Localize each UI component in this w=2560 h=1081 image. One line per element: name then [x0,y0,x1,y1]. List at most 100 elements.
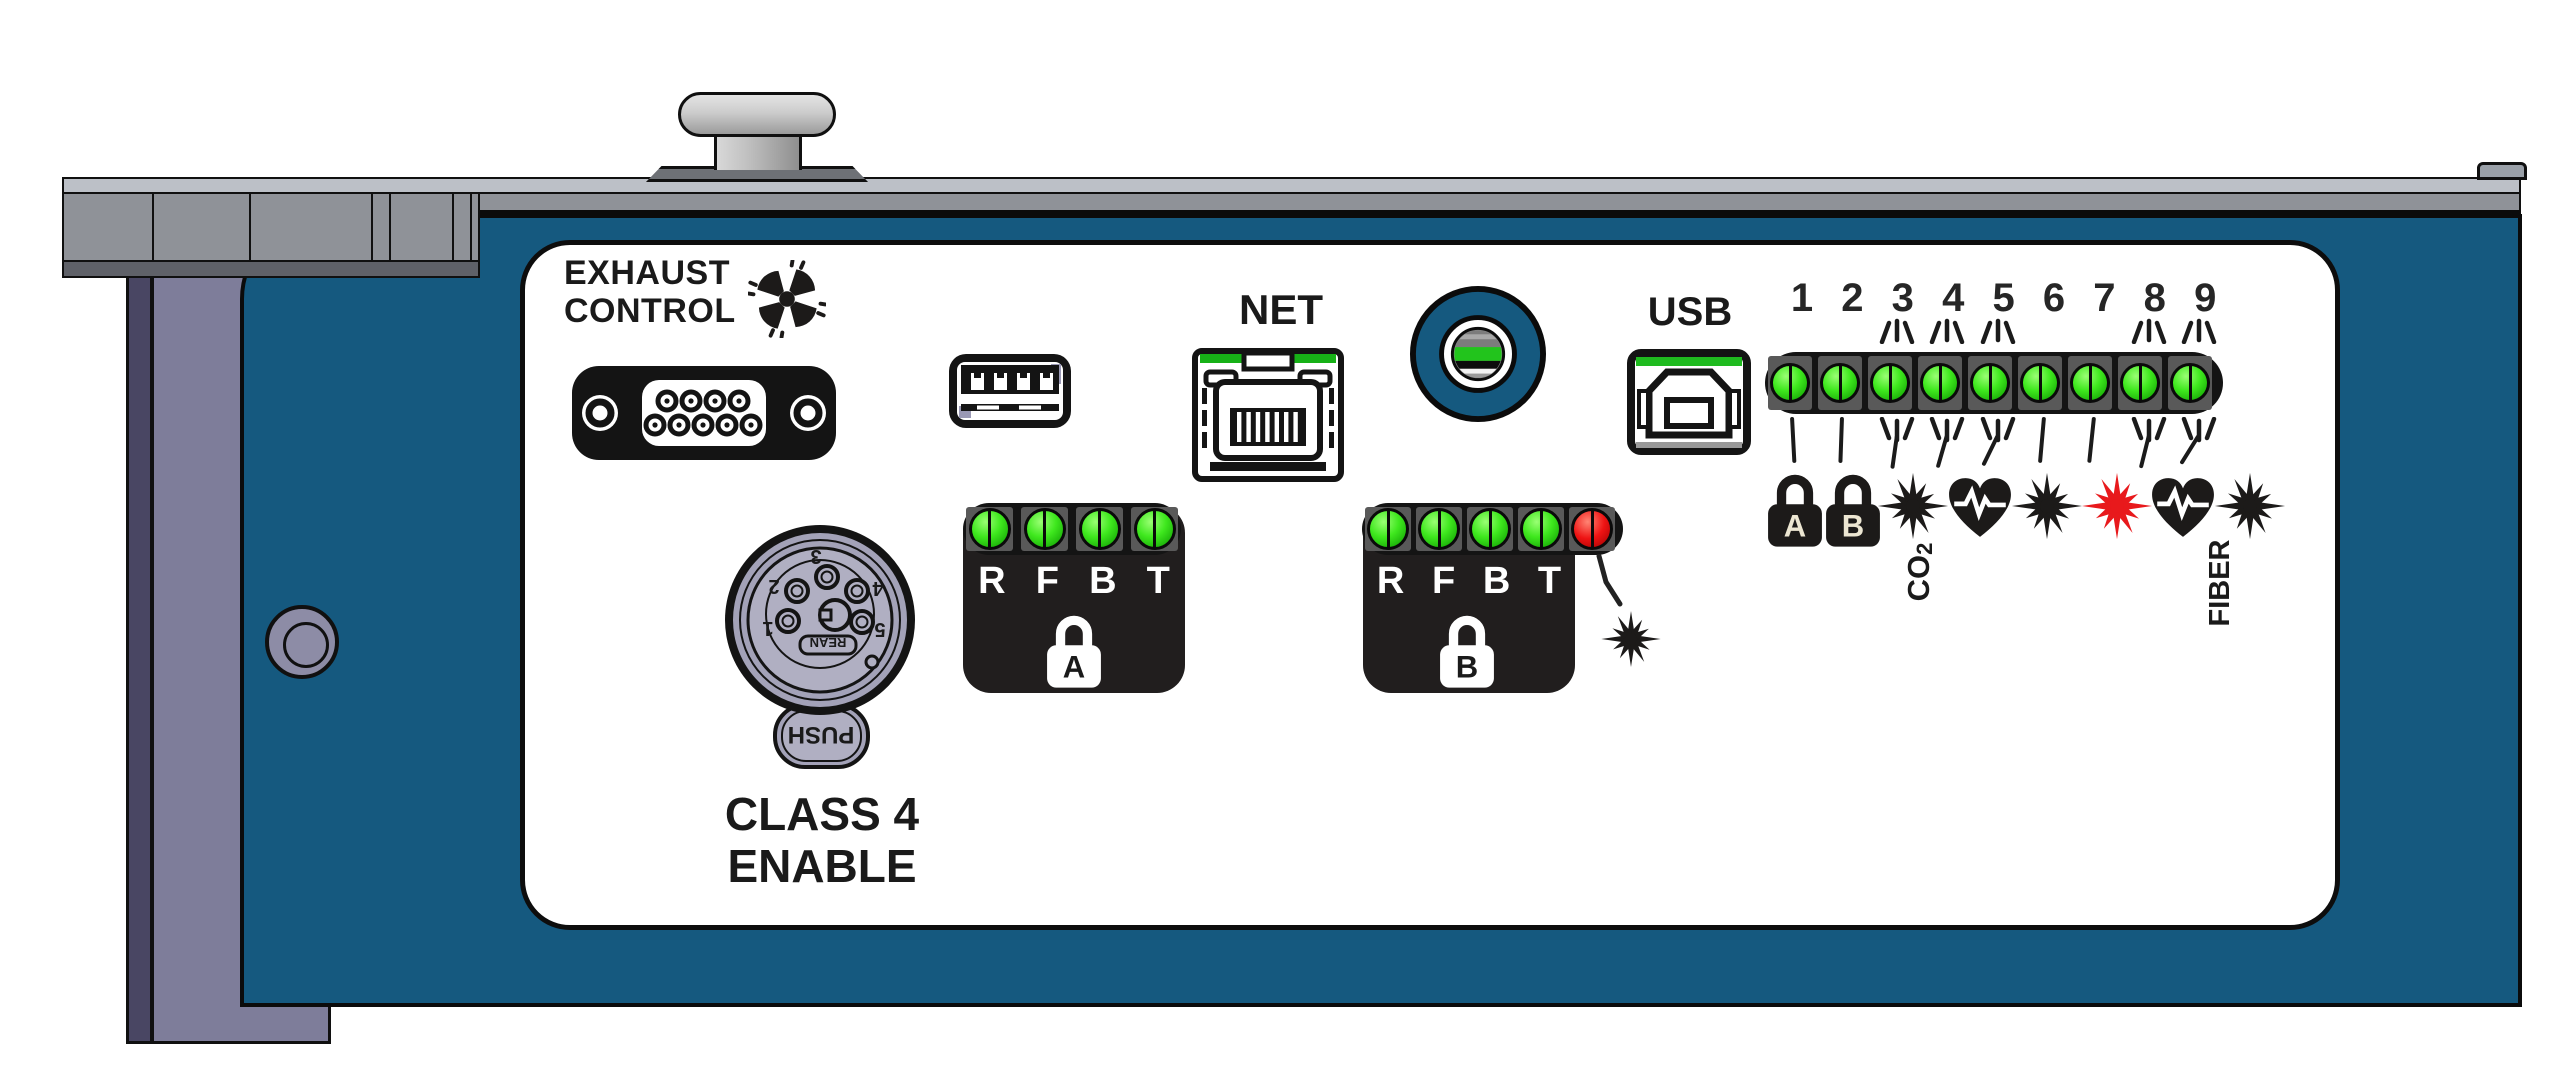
din-pin4-label: 4 [872,577,884,599]
green-led [968,508,1011,550]
connector-brand-label: REAN [810,635,847,650]
pin-letter: T [1537,560,1562,602]
green-led [1078,508,1121,550]
led-number: 9 [2194,276,2217,320]
class4-enable-connector: PUSH 1 2 3 4 5 REAN [718,522,922,779]
led-cell [2168,356,2212,410]
pin-letter: B [1482,560,1511,602]
interlock-b-lock-icon: B [1438,610,1496,690]
led-cell [1518,507,1564,551]
svg-text:A: A [1063,649,1085,684]
exhaust-fan-icon [746,258,828,343]
led-cell [1021,507,1068,551]
led-cell [2018,356,2062,410]
pin-letter: T [1146,560,1170,602]
co2-laser-starburst-icon [1874,467,1952,550]
led-number: 7 [2093,276,2116,320]
blink-marks-icon [2179,416,2219,448]
pin-letter: R [978,560,1006,602]
led-cell [1131,507,1178,551]
fiber-laser-starburst-icon [2211,467,2289,550]
interlock-a-lock-icon: A [1045,610,1103,690]
din-pin5-label: 5 [874,618,885,640]
blink-marks-icon [1978,318,2018,349]
net-label: NET [1239,286,1323,333]
green-led [1469,508,1511,550]
usb-label: USB [1647,290,1733,334]
led-cell [966,507,1013,551]
svg-text:B: B [1456,649,1478,684]
ethernet-rj45-port [1192,348,1344,487]
led-cell [2068,356,2112,410]
class4-enable-label: CLASS 4 ENABLE [724,788,920,892]
interlock-b-led-strip [1362,503,1623,555]
led-cell [1968,356,2012,410]
led-cell [1569,507,1615,551]
interlock-a-led-strip [963,503,1181,555]
led-number: 8 [2143,276,2166,320]
panel-screw [265,605,339,679]
green-led [1870,363,1910,403]
blink-marks-icon [1927,318,1967,349]
green-led [1133,508,1176,550]
led-cell [1768,356,1812,410]
pin-letter: F [1431,560,1456,602]
red-led-leader-line [1594,553,1634,615]
red-led [1571,508,1613,550]
led-number: 2 [1841,276,1864,320]
green-led [2120,363,2160,403]
blink-marks-icon [1927,416,1967,448]
push-label: PUSH [788,721,855,748]
mushroom-button-cap [678,92,836,137]
status-led-strip [1765,352,2223,414]
side-panel-dark-strip [126,272,153,1044]
laser-emission-starburst-icon [2008,467,2086,550]
green-led [1367,508,1409,550]
exhaust-db9-connector [570,364,838,467]
green-led [2170,363,2210,403]
led-number: 5 [1992,276,2015,320]
din-pin3-label: 3 [810,545,821,567]
exhaust-control-label: EXHAUST CONTROL [564,254,736,330]
pin-letter: B [1089,560,1117,602]
co2-heartbeat-icon [1947,477,2013,544]
blink-marks-icon [2129,318,2169,349]
led-number: 6 [2042,276,2066,320]
led-cell [1076,507,1123,551]
interlock-b-padlock-icon: B [1824,469,1882,553]
chassis-hinge-block [62,192,480,262]
led-number: 4 [1942,276,1965,320]
usb-a-port [947,352,1073,435]
pin-letter: F [1035,560,1059,602]
svg-text:B: B [1842,508,1864,543]
pin-letter: R [1376,560,1405,602]
led-cell [1918,356,1962,410]
fiber-heartbeat-icon [2150,477,2216,544]
red-pointer-starburst-icon [2078,467,2156,550]
green-led [1023,508,1066,550]
green-led [1820,363,1860,403]
din-pin1-label: 1 [762,617,773,639]
led-cell [1365,507,1411,551]
green-led [1920,363,1960,403]
chassis-top-edge-shadow [62,210,2521,218]
usb-b-port [1627,349,1751,463]
led-number: 3 [1891,276,1914,320]
round-panel-connector [1409,285,1547,428]
led-cell [1467,507,1513,551]
led-cell [1416,507,1462,551]
laser-starburst-icon [1598,606,1664,677]
blink-marks-icon [1978,416,2018,448]
svg-text:A: A [1784,508,1806,543]
led-number: 1 [1790,276,1814,320]
green-led [2070,363,2110,403]
led-cell [1818,356,1862,410]
green-led [1418,508,1460,550]
blink-marks-icon [1877,318,1917,349]
blink-marks-icon [2179,318,2219,349]
green-led [1770,363,1810,403]
interlock-a-padlock-icon: A [1766,469,1824,553]
